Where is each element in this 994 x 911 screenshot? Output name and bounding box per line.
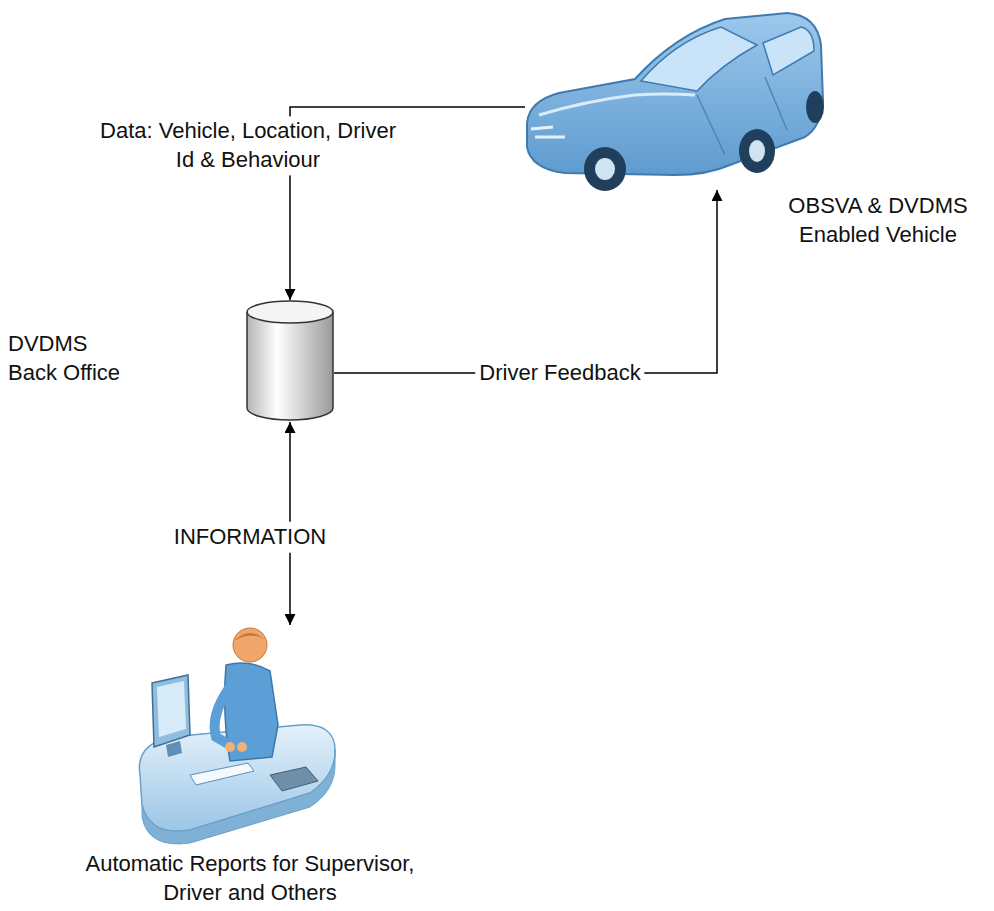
vehicle-icon-drawing bbox=[525, 5, 825, 190]
workstation-icon: Automatic Reports for Supervisor, Driver… bbox=[130, 625, 340, 840]
workstation-icon-drawing bbox=[130, 625, 340, 840]
edge-label: Driver Feedback bbox=[475, 358, 644, 389]
node-label: Automatic Reports for Supervisor, Driver… bbox=[75, 850, 425, 907]
node-label: OBSVA & DVDMS Enabled Vehicle bbox=[783, 192, 973, 249]
edge-label: INFORMATION bbox=[170, 522, 330, 553]
database-cylinder-drawing bbox=[246, 300, 334, 422]
database-cylinder: DVDMS Back Office bbox=[246, 300, 334, 422]
vehicle-icon: OBSVA & DVDMS Enabled Vehicle bbox=[525, 5, 825, 190]
node-label: DVDMS Back Office bbox=[8, 330, 136, 387]
edge-label: Data: Vehicle, Location, Driver Id & Beh… bbox=[94, 116, 402, 175]
flow-arrow bbox=[334, 190, 717, 373]
